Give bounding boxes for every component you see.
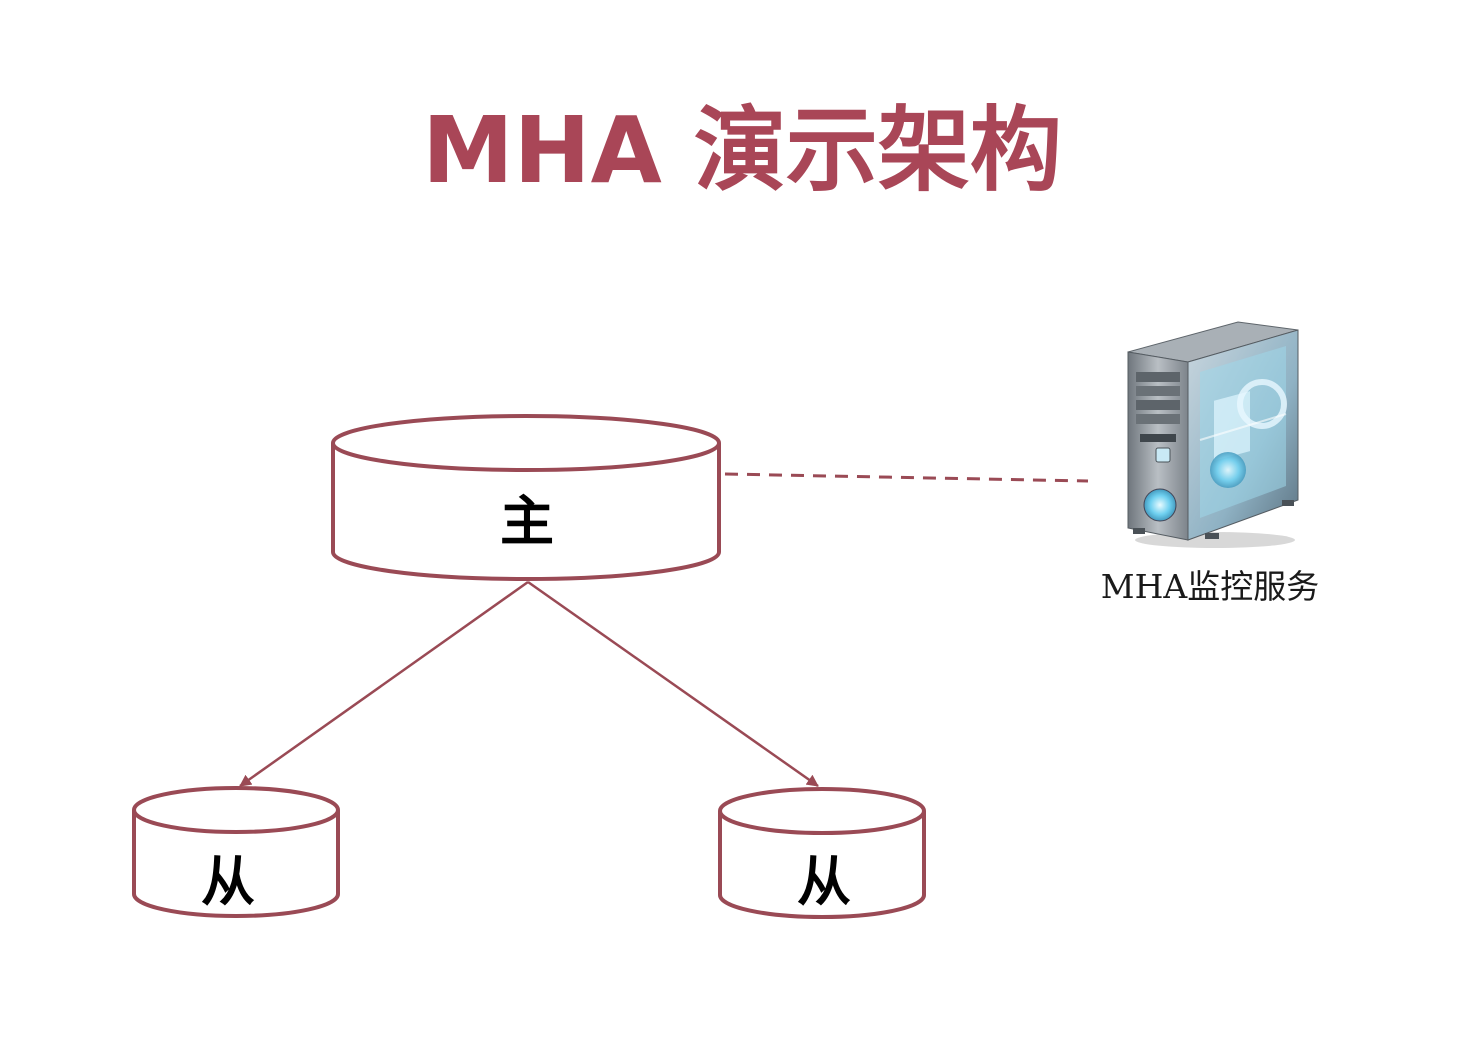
server-tower-icon — [1127, 321, 1299, 548]
slave-db-label-left: 从 — [201, 850, 255, 913]
master-db-node: 主 — [331, 414, 721, 581]
connector-master-to-slave-left — [239, 580, 529, 788]
connector-master-to-slave-right — [527, 580, 819, 788]
page-title: MHA 演示架构 — [422, 97, 1062, 204]
master-db-label: 主 — [500, 490, 554, 553]
slave-db-node-right: 从 — [718, 787, 926, 919]
slave-db-node-left: 从 — [132, 786, 340, 918]
slave-db-label-right: 从 — [797, 850, 851, 913]
connector-master-to-monitor — [724, 472, 1089, 483]
monitor-service-label: MHA监控服务 — [1101, 567, 1319, 606]
